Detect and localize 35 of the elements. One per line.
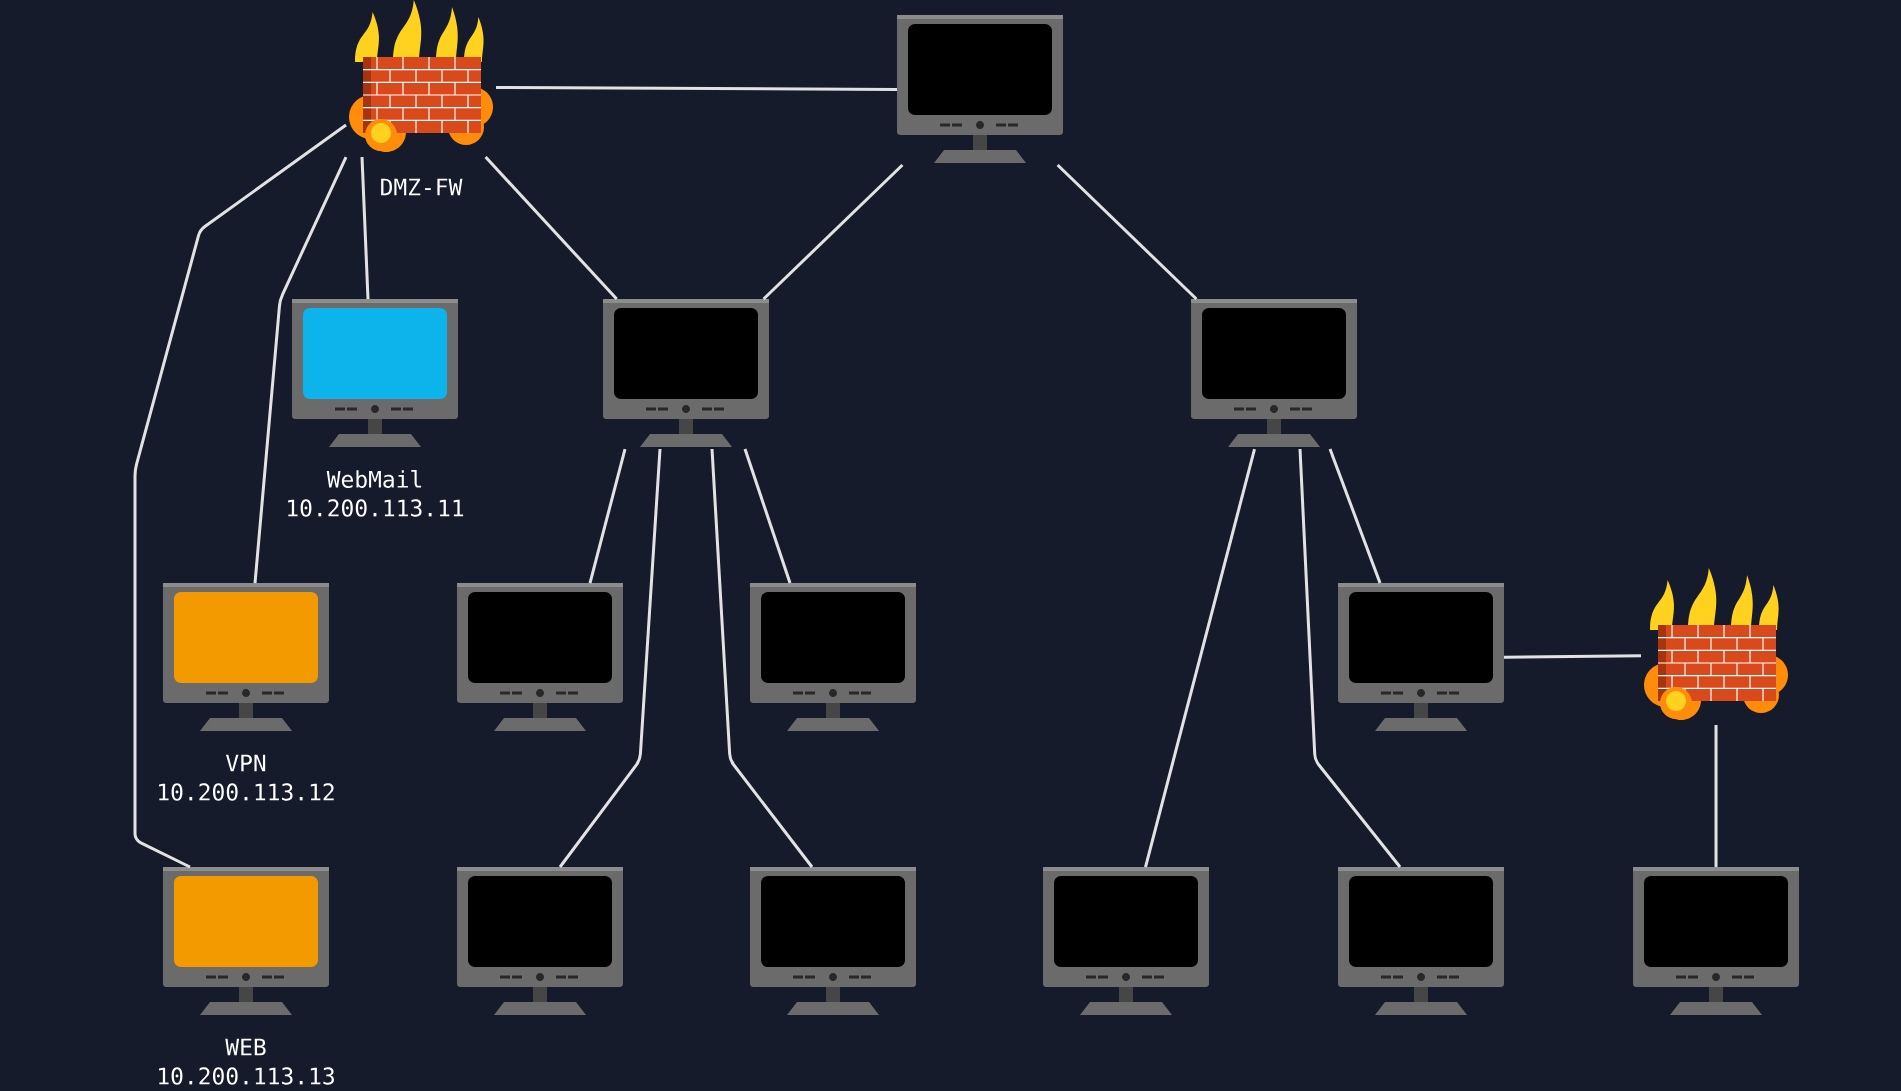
- node-label: 10.200.113.12: [159, 783, 334, 801]
- node-label: WebMail: [326, 470, 422, 488]
- monitor-drawing: [1338, 583, 1504, 731]
- firewall-drawing: [1644, 568, 1788, 720]
- monitor-drawing: [457, 867, 623, 1015]
- node-label: 10.200.113.13: [159, 1067, 334, 1085]
- connection-line: [360, 156, 370, 300]
- node-label: VPN: [225, 754, 266, 772]
- monitor-drawing: [457, 583, 623, 731]
- connection-line: [496, 85, 897, 92]
- connection-line: [484, 156, 618, 301]
- connection-line: [133, 123, 347, 869]
- connection-line: [1056, 163, 1198, 301]
- connection-line: [588, 448, 627, 584]
- monitor-drawing: [603, 299, 769, 447]
- monitor-drawing: [750, 583, 916, 731]
- connection-line: [558, 448, 662, 868]
- monitor-drawing: [1338, 867, 1504, 1015]
- node-label: DMZ-FW: [381, 178, 463, 196]
- monitor-drawing: [1633, 867, 1799, 1015]
- connection-line: [1714, 725, 1718, 867]
- monitor-drawing: [750, 867, 916, 1015]
- connection-line: [253, 156, 348, 584]
- connection-line: [1504, 654, 1642, 659]
- monitor-drawing: [1191, 299, 1357, 447]
- node-label: 10.200.113.11: [288, 499, 464, 517]
- connection-line: [1298, 448, 1402, 868]
- monitor-drawing: [1043, 867, 1209, 1015]
- connection-line: [743, 448, 792, 584]
- connection-line: [762, 163, 904, 301]
- connection-line: [1144, 448, 1256, 868]
- node-label: WEB: [225, 1038, 266, 1056]
- connection-line: [1328, 448, 1382, 584]
- connection-line: [710, 448, 814, 868]
- monitor-drawing: [897, 15, 1063, 163]
